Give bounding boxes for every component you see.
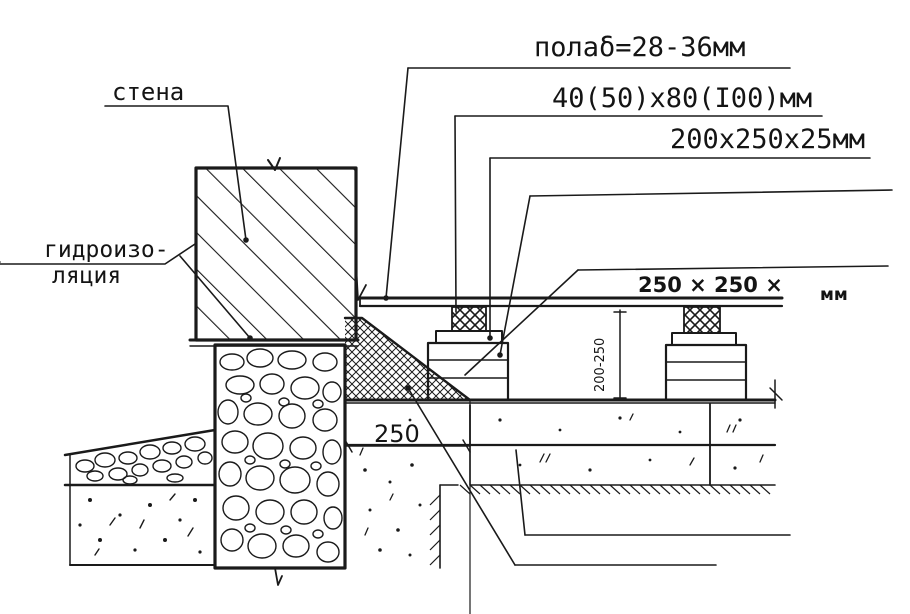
brick-post-2: [664, 332, 748, 402]
joist-2: [683, 306, 721, 334]
wall: [188, 157, 360, 347]
waterproofing-label-line1: гидроизо-: [44, 237, 169, 263]
joist-1: [451, 306, 487, 332]
post-unit-label: мм: [820, 285, 848, 305]
base-slab: [343, 379, 783, 569]
brick-post-1: [426, 330, 510, 402]
floor-board: [355, 264, 784, 308]
left-ground: [63, 428, 217, 566]
post-height-dimension: [613, 309, 627, 401]
post-height-label: 200-250: [593, 338, 608, 392]
crosshatched-fill: [343, 316, 472, 402]
floor-thickness-label: полаδ=28-36мм: [534, 32, 745, 63]
post-size-label: 250 × 250 ×: [638, 273, 783, 297]
joist-size-label: 40(50)x80(I00)мм: [552, 83, 812, 114]
offset-dimension: [344, 399, 471, 614]
rubble-foundation: [213, 343, 347, 586]
offset-label: 250: [374, 420, 420, 448]
wall-label: стена: [112, 78, 184, 106]
pad-size-label: 200x250x25мм: [670, 124, 865, 155]
leader-lines: [0, 67, 893, 566]
waterproofing-label-line2: ляция: [52, 263, 121, 289]
